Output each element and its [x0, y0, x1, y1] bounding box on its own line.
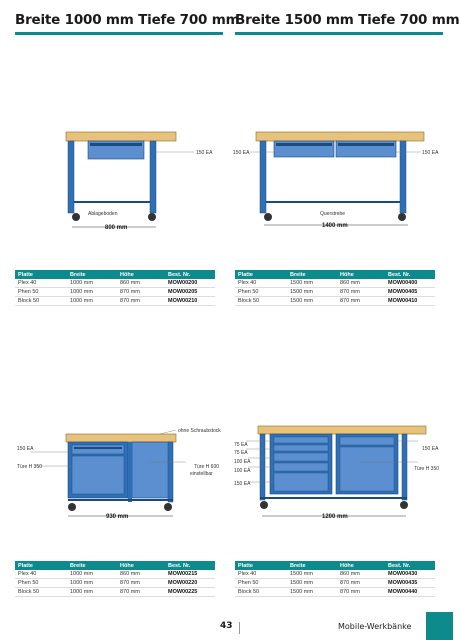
- heading-left-underline: [15, 32, 223, 35]
- drawer-shape: [273, 444, 329, 452]
- table-header-row: Platte Breite Höhe Best. Nr.: [235, 270, 435, 279]
- drawer-tag-right: 150 EA: [422, 150, 439, 156]
- drawer-tag-5: 150 EA: [234, 481, 251, 487]
- no-vise-label: ohne Schraubstock: [178, 428, 221, 434]
- worktop-shape: [65, 433, 177, 443]
- worktop-shape: [65, 131, 177, 142]
- drawer-tag-1: 75 EA: [234, 442, 248, 448]
- drawer-tag: 150 EA: [17, 446, 34, 452]
- drawer-tag-right: 150 EA: [422, 446, 439, 452]
- workbench-1500-drawers-illustration: 150 EA 150 EA Querstrebe 1400 mm: [230, 120, 450, 240]
- drawer-shape: [273, 452, 329, 462]
- heading-left: Breite 1000 mm Tiefe 700 mm: [15, 12, 240, 28]
- col-header-platte: Platte: [235, 270, 287, 279]
- col-header-breite: Breite: [67, 561, 117, 570]
- col-header-hoehe: Höhe: [337, 561, 385, 570]
- worktop-shape: [257, 425, 427, 435]
- heading-right-underline: [235, 32, 443, 35]
- col-header-platte: Platte: [15, 561, 67, 570]
- drawer-shape: [339, 436, 395, 446]
- door-right-shape: [339, 446, 395, 492]
- width-dimension: 800 mm: [105, 225, 127, 231]
- right-leg-shape: [399, 140, 407, 214]
- col-header-hoehe: Höhe: [117, 561, 165, 570]
- heading-right: Breite 1500 mm Tiefe 700 mm: [235, 12, 459, 28]
- col-header-breite: Breite: [287, 561, 337, 570]
- drawer-tag-2: 75 EA: [234, 450, 248, 456]
- col-header-hoehe: Höhe: [337, 270, 385, 279]
- drawer-handle-shape: [90, 143, 142, 146]
- door-right-shape: [131, 441, 171, 499]
- width-dimension: 930 mm: [106, 514, 128, 520]
- col-header-hoehe: Höhe: [117, 270, 165, 279]
- width-dimension: 1200 mm: [322, 514, 348, 520]
- wheel-left: [260, 501, 268, 509]
- door-right-label: Türe H 350: [414, 466, 439, 472]
- col-header-best-nr: Best. Nr.: [385, 270, 435, 279]
- footer-accent-block: [426, 612, 453, 640]
- col-header-platte: Platte: [235, 561, 287, 570]
- right-leg-shape: [149, 140, 157, 214]
- workbench-1500-cabinet-illustration: 75 EA 75 EA 100 EA 100 EA 150 EA 150 EA …: [230, 418, 450, 528]
- workbench-1000-drawer-illustration: 150 EA Ablageboden 800 mm: [10, 120, 230, 240]
- drawer-shape: [273, 462, 329, 472]
- footer-divider: [239, 622, 240, 634]
- wheel-left: [264, 213, 272, 221]
- table-header-row: Platte Breite Höhe Best. Nr.: [15, 561, 215, 570]
- col-header-breite: Breite: [287, 270, 337, 279]
- drawer-tag: 150 EA: [196, 150, 213, 156]
- left-leg-shape: [259, 140, 267, 214]
- wheel-right: [398, 213, 406, 221]
- col-header-best-nr: Best. Nr.: [385, 561, 435, 570]
- worktop-shape: [255, 131, 425, 142]
- col-header-breite: Breite: [67, 270, 117, 279]
- door-right-adjustable-label: einstellbar: [190, 471, 213, 477]
- drawer-tag-left: 150 EA: [233, 150, 250, 156]
- drawer-tag-3: 100 EA: [234, 459, 251, 465]
- page-number: 43: [220, 621, 233, 631]
- width-dimension: 1400 mm: [322, 223, 348, 229]
- door-left-shape: [71, 455, 125, 495]
- table-header-row: Platte Breite Höhe Best. Nr.: [15, 270, 215, 279]
- table-header-row: Platte Breite Höhe Best. Nr.: [235, 561, 435, 570]
- wheel-left: [72, 213, 80, 221]
- drawer-shape: [273, 436, 329, 444]
- workbench-1000-cabinet-illustration: ohne Schraubstock 150 EA Türe H 350 Türe…: [10, 418, 230, 528]
- col-header-best-nr: Best. Nr.: [165, 561, 215, 570]
- wheel-right: [148, 213, 156, 221]
- drawer-tag-4: 100 EA: [234, 468, 251, 474]
- shelf-label: Ablageboden: [88, 211, 118, 217]
- drawer-shape: [273, 472, 329, 492]
- wheel-right: [164, 503, 172, 511]
- wheel-left: [68, 503, 76, 511]
- door-left-label: Türe H 350: [17, 464, 42, 470]
- col-header-platte: Platte: [15, 270, 67, 279]
- footer-title: Mobile-Werkbänke: [338, 622, 412, 631]
- door-right-label: Türe H 600: [194, 464, 219, 470]
- left-leg-shape: [67, 140, 75, 214]
- wheel-right: [400, 501, 408, 509]
- drawer-shape: [71, 444, 125, 455]
- cross-brace-label: Querstrebe: [320, 211, 345, 217]
- col-header-best-nr: Best. Nr.: [165, 270, 215, 279]
